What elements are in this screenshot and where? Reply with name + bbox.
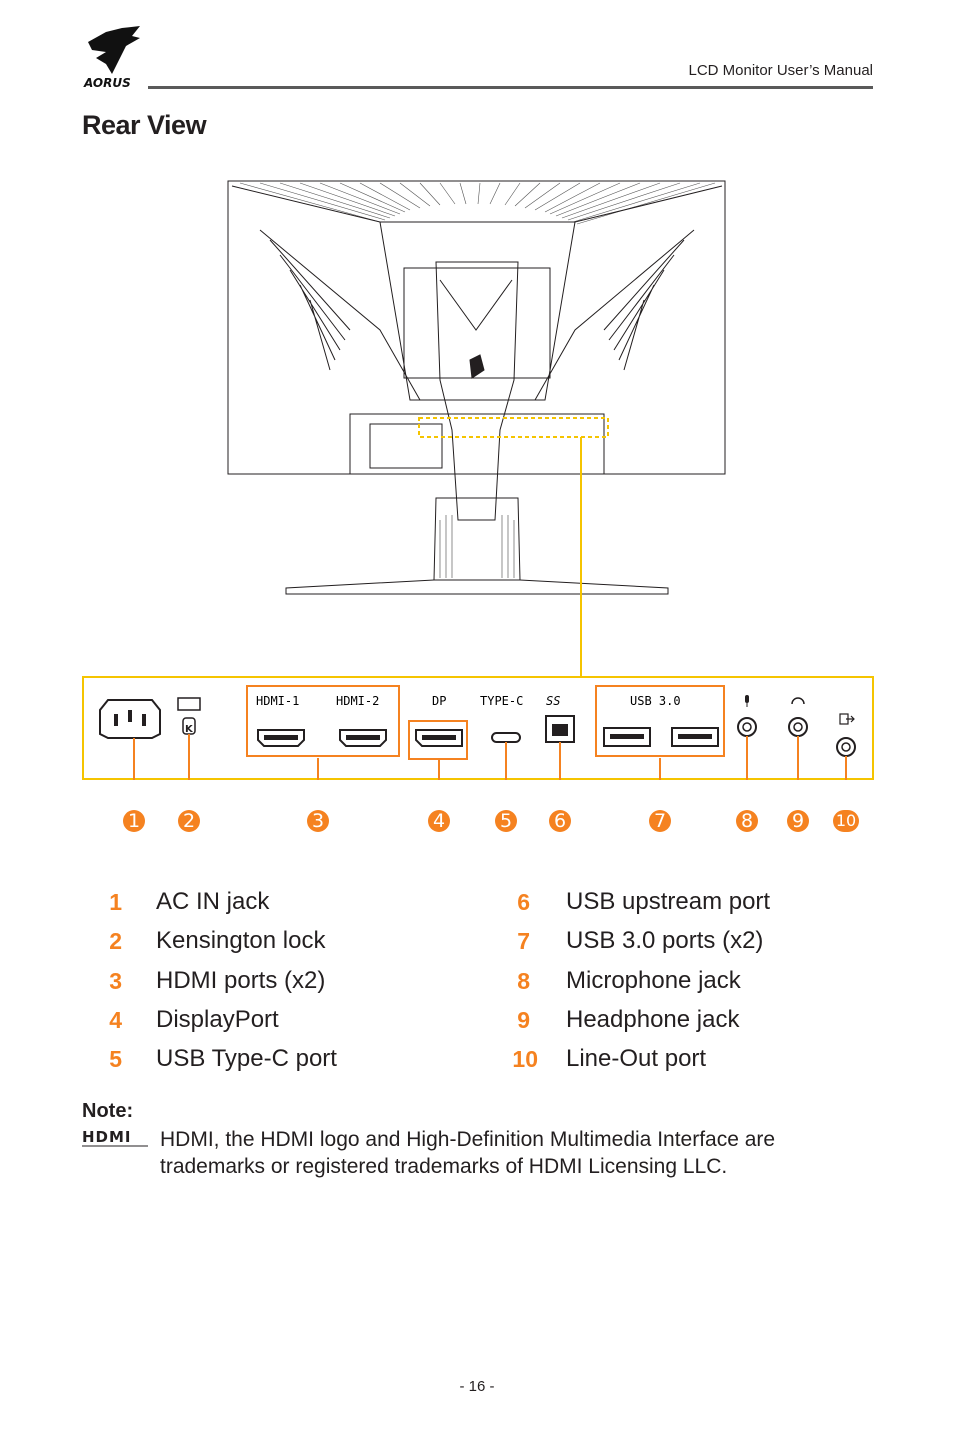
displayport-port	[415, 729, 463, 747]
callout-3: 3	[307, 810, 329, 832]
dp-label: DP	[432, 694, 446, 708]
microphone-icon	[745, 695, 749, 707]
callout-label: 4	[432, 810, 446, 832]
headphone-jack	[788, 717, 808, 737]
callout-label: 10	[835, 811, 857, 830]
monitor-rear-illustration	[227, 180, 726, 610]
legend-num: 5	[109, 1046, 122, 1072]
connector-line-top	[580, 608, 582, 678]
svg-text:HDMI: HDMI	[82, 1128, 132, 1146]
legend-item: HDMI ports (x2)	[156, 967, 326, 994]
legend-item: USB 3.0 ports (x2)	[566, 927, 764, 954]
microphone-jack	[737, 717, 757, 737]
legend-item: Kensington lock	[156, 927, 326, 954]
brand-logo: AORUS	[82, 24, 144, 90]
port-panel	[82, 676, 874, 780]
callout-9: 9	[787, 810, 809, 832]
callout-label: 1	[127, 810, 141, 832]
callout-7: 7	[649, 810, 671, 832]
legend-num: 7	[517, 928, 530, 954]
note-text: HDMI, the HDMI logo and High-Definition …	[160, 1128, 776, 1178]
header-divider	[148, 86, 873, 89]
section-title: Rear View	[82, 110, 207, 140]
hdmi1-label: HDMI-1	[256, 694, 299, 708]
usb3-label: USB 3.0	[630, 694, 681, 708]
port-highlight-box	[418, 417, 609, 438]
callout-5: 5	[495, 810, 517, 832]
legend-num: 1	[109, 889, 122, 915]
legend-item: USB upstream port	[566, 888, 771, 915]
headphone-icon	[791, 697, 805, 705]
kensington-lock-icon: K	[182, 717, 196, 735]
manual-title: LCD Monitor User’s Manual	[688, 62, 873, 79]
hdmi2-label: HDMI-2	[336, 694, 379, 708]
usb-ss-icon: SS	[546, 694, 560, 708]
callout-label: 2	[182, 810, 196, 832]
legend-num: 2	[109, 928, 122, 954]
svg-text:AORUS: AORUS	[83, 76, 131, 90]
legend-item: Microphone jack	[566, 967, 741, 994]
legend-num: 8	[517, 968, 530, 994]
legend-num: 9	[517, 1007, 530, 1033]
usb3-port-2	[671, 727, 719, 747]
ac-in-port	[99, 699, 161, 739]
port-panel-topline	[82, 676, 874, 678]
line-out-jack	[836, 737, 856, 757]
callout-8: 8	[736, 810, 758, 832]
aorus-eagle-logo: AORUS	[83, 26, 140, 90]
callout-label: 5	[499, 810, 513, 832]
usb3-port-1	[603, 727, 651, 747]
legend-num: 4	[109, 1007, 122, 1033]
typec-label: TYPE-C	[480, 694, 523, 708]
legend-item: AC IN jack	[156, 888, 270, 915]
callout-label: 7	[653, 810, 667, 832]
legend-item: DisplayPort	[156, 1006, 279, 1033]
hdmi2-port	[339, 729, 387, 747]
callout-4: 4	[428, 810, 450, 832]
callout-label: 6	[553, 810, 567, 832]
usb-typec-port	[491, 732, 521, 743]
callout-1: 1	[123, 810, 145, 832]
line-out-icon	[839, 713, 855, 725]
callout-10: 10	[833, 810, 859, 832]
hdmi1-port	[257, 729, 305, 747]
usb3-group-box	[595, 685, 725, 757]
legend-num: 3	[109, 968, 122, 994]
hdmi-group-box	[246, 685, 400, 757]
legend-num: 6	[517, 889, 530, 915]
note-title: Note:	[82, 1100, 134, 1122]
callout-label: 3	[311, 810, 325, 832]
kensington-slot	[177, 697, 201, 711]
page-number: - 16 -	[459, 1378, 495, 1395]
legend-item: USB Type-C port	[156, 1045, 337, 1072]
port-panel-drawing: K HDMI-1 HDMI-2 DP TYPE-C SS USB 3.0	[99, 685, 856, 780]
hdmi-logo: HDMI	[82, 1128, 154, 1148]
legend-num: 10	[512, 1046, 538, 1072]
legend-item: Line-Out port	[566, 1045, 707, 1072]
callout-2: 2	[178, 810, 200, 832]
callout-label: 8	[740, 810, 754, 832]
callout-6: 6	[549, 810, 571, 832]
monitor-frame	[227, 180, 726, 475]
legend-item: Headphone jack	[566, 1006, 740, 1033]
callout-label: 9	[791, 810, 805, 832]
svg-text:K: K	[185, 724, 194, 735]
